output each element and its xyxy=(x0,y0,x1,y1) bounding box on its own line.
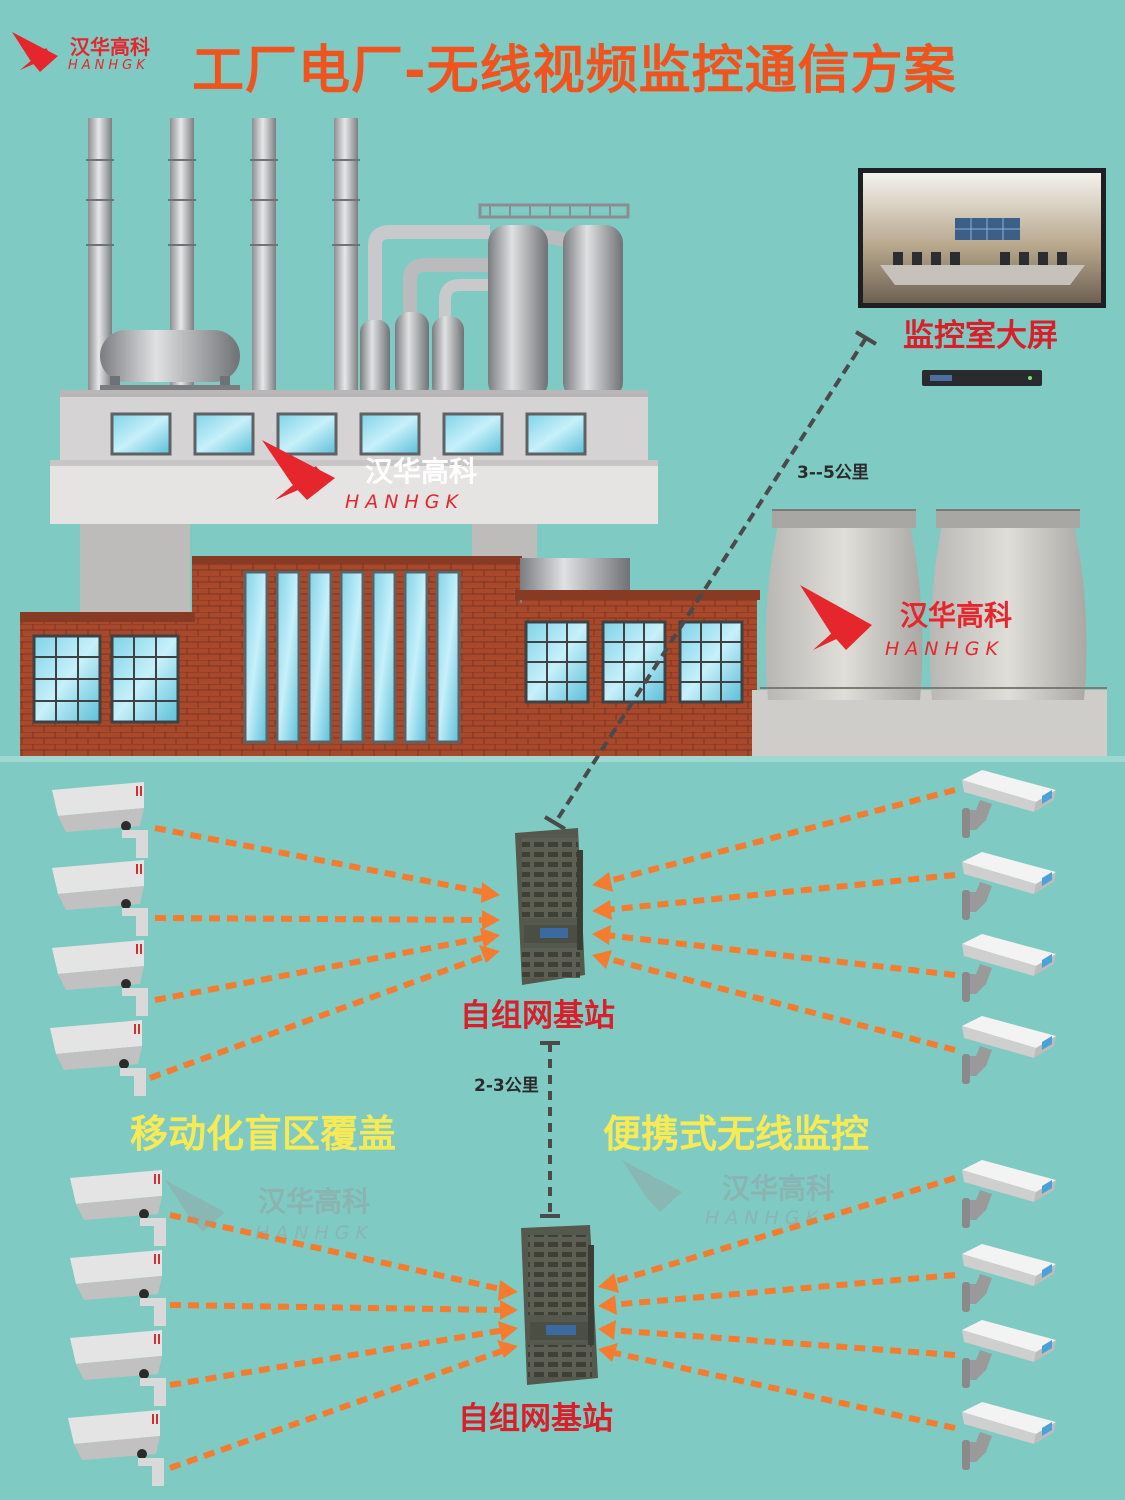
camera-signal-arrows-bottom xyxy=(169,1175,956,1471)
camera-icon-right-5 xyxy=(962,1160,1056,1228)
watermark-mark-icon xyxy=(165,1160,682,1232)
logo-text-en: HANHGK xyxy=(68,58,149,73)
watermark-text-en: HANHGK xyxy=(255,1222,374,1244)
nvr-device xyxy=(922,370,1042,386)
camera-icon-left-2 xyxy=(52,860,148,936)
camera-icon-right-3 xyxy=(962,934,1056,1002)
chimneys xyxy=(86,118,360,408)
monitor-room-screen xyxy=(858,168,1106,308)
building-logo-text-cn: 汉华高科 xyxy=(365,455,478,488)
building-logo-text-en: HANHGK xyxy=(345,491,464,513)
portable-label: 便携式无线监控 xyxy=(603,1112,870,1156)
logo-text-cn: 汉华高科 xyxy=(70,35,150,59)
backhaul-link-main xyxy=(543,330,878,831)
watermark-text-cn: 汉华高科 xyxy=(258,1185,371,1218)
camera-icon-left-8 xyxy=(68,1410,164,1486)
tower-logo-mark-icon xyxy=(800,585,872,650)
camera-signal-arrowheads-bottom xyxy=(497,1273,619,1362)
tower-logo-text-cn: 汉华高科 xyxy=(900,599,1013,632)
camera-icon-left-3 xyxy=(52,940,148,1016)
camera-icon-right-1 xyxy=(962,770,1056,838)
coverage-label: 移动化盲区覆盖 xyxy=(130,1112,397,1156)
camera-icon-left-7 xyxy=(70,1330,166,1406)
factory-illustration xyxy=(0,118,1125,762)
camera-icon-right-4 xyxy=(962,1016,1056,1084)
base-station-label-1: 自组网基站 xyxy=(460,998,615,1034)
camera-icon-right-8 xyxy=(962,1402,1056,1470)
page-title: 工厂电厂-无线视频监控通信方案 xyxy=(192,41,957,101)
camera-icon-left-6 xyxy=(70,1250,166,1326)
base-station-device-2 xyxy=(521,1225,598,1385)
camera-icon-left-4 xyxy=(50,1020,146,1096)
distance-label-main: 3--5公里 xyxy=(797,463,869,483)
camera-signal-arrowheads-top xyxy=(479,872,613,969)
watermark-text-en-2: HANHGK xyxy=(705,1207,824,1229)
monitor-room-label: 监控室大屏 xyxy=(903,318,1058,354)
backhaul-link-relay xyxy=(540,1041,560,1218)
camera-signal-arrows-top xyxy=(148,787,956,1081)
camera-icon-right-7 xyxy=(962,1320,1056,1388)
distance-label-relay: 2-3公里 xyxy=(474,1076,539,1096)
camera-icon-left-5 xyxy=(70,1170,166,1246)
camera-icon-right-2 xyxy=(962,852,1056,920)
camera-icon-left-1 xyxy=(52,782,148,858)
base-station-device-1 xyxy=(515,828,585,985)
base-station-label-2: 自组网基站 xyxy=(458,1401,613,1437)
watermark-text-cn-2: 汉华高科 xyxy=(722,1172,835,1205)
tower-logo-text-en: HANHGK xyxy=(885,638,1004,660)
building-logo-mark-icon xyxy=(262,440,335,500)
logo-mark-icon xyxy=(12,32,58,72)
camera-icon-right-6 xyxy=(962,1244,1056,1312)
